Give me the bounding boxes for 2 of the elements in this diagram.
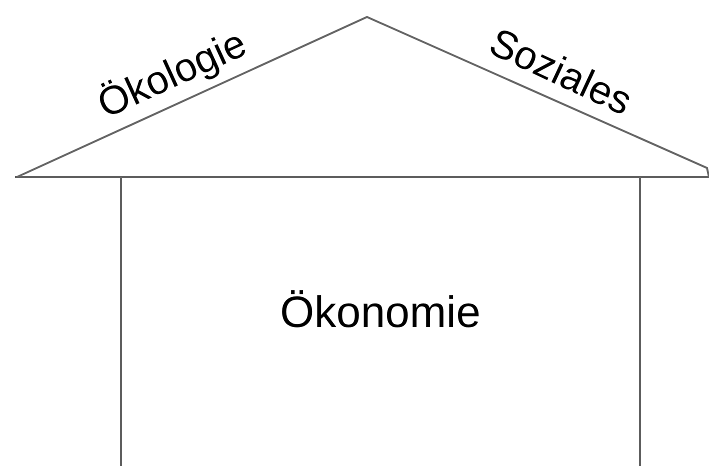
wall-label: Ökonomie: [280, 291, 481, 335]
house-wall: [120, 177, 641, 466]
